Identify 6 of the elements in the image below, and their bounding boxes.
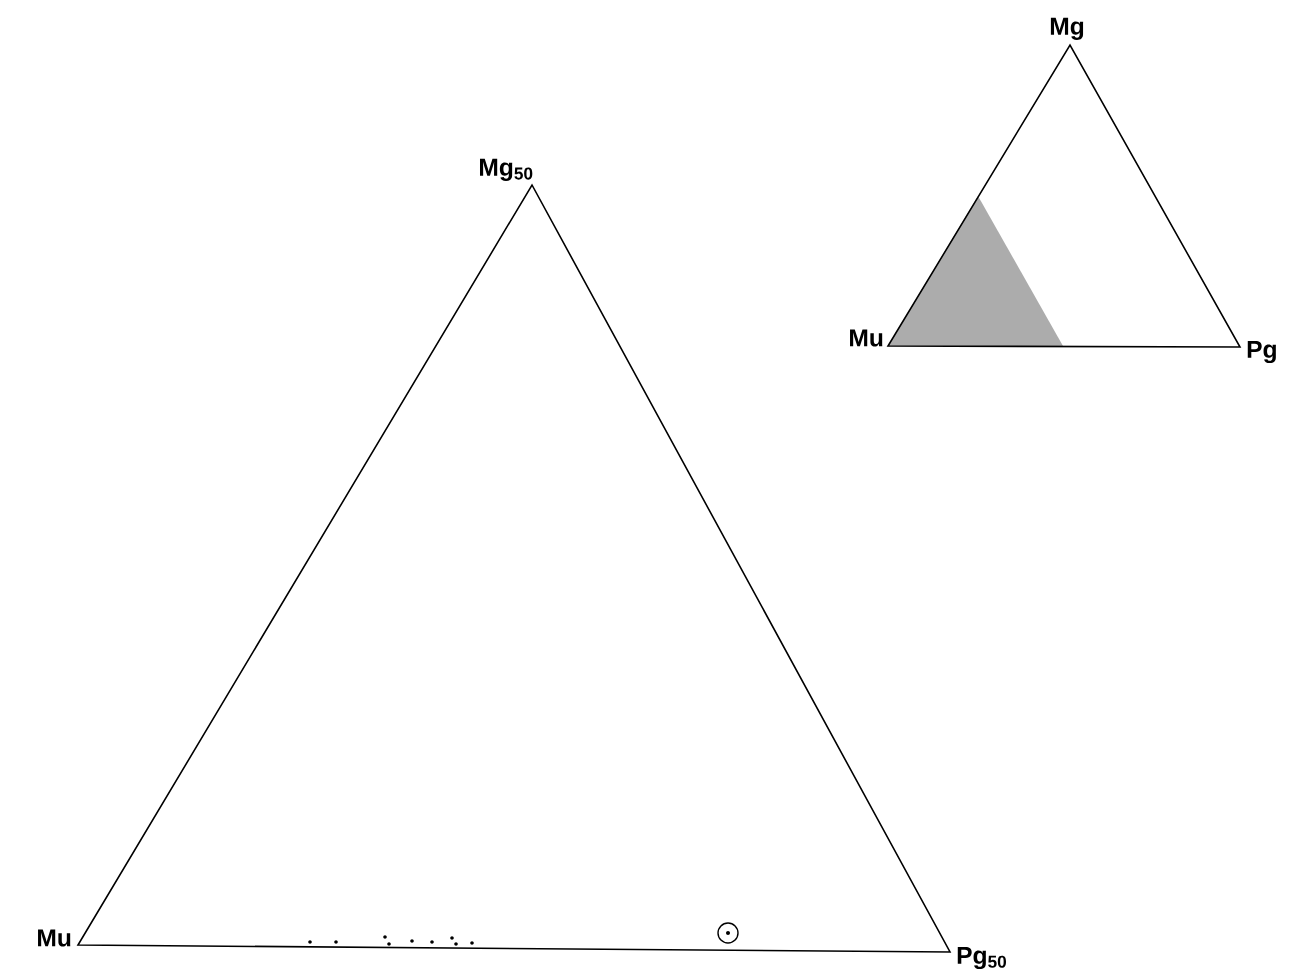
vertex-label: Mg$_{50}$ [480,158,533,181]
vertex-label: Pg$_{50}$ [957,946,1006,970]
vertex-label: Mu [38,929,71,947]
vertex-label: Mg [1050,17,1084,40]
vertex-label: Pg [1247,340,1276,364]
vertex-label: Mu [850,329,883,347]
